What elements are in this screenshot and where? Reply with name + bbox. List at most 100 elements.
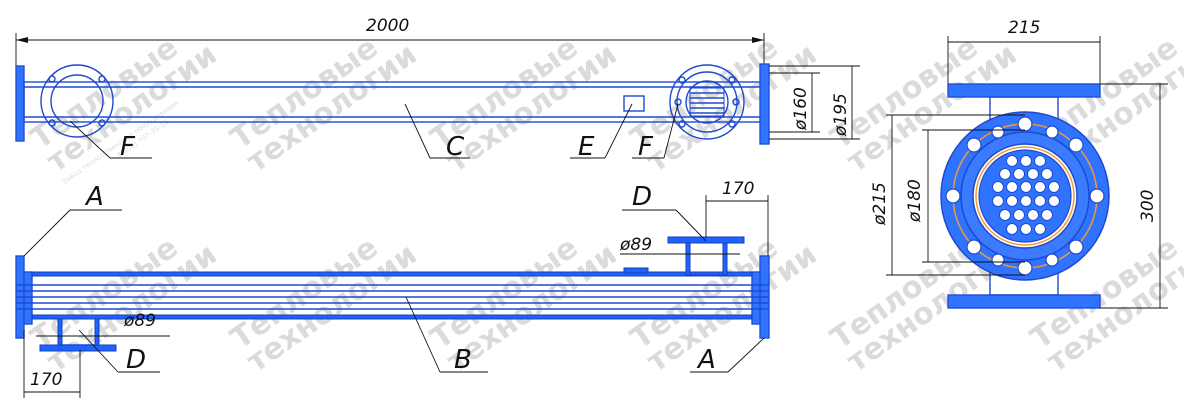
bolt-hole-icon bbox=[98, 75, 106, 83]
leader-line bbox=[23, 209, 71, 257]
tube-hole-icon bbox=[1013, 168, 1025, 180]
label-F-right: F bbox=[638, 132, 654, 162]
tube-hole-icon bbox=[1041, 168, 1053, 180]
front-view: 170 ø89 170 ø89 A D B D A bbox=[15, 179, 770, 398]
nozzle-bottom-dimension: 170 bbox=[30, 370, 62, 390]
bolt-hole-icon bbox=[991, 253, 1005, 267]
leader-line bbox=[69, 120, 111, 159]
d89-bottom-dimension: ø89 bbox=[123, 311, 156, 331]
tube-hole-icon bbox=[992, 181, 1004, 193]
leader-line bbox=[727, 337, 765, 373]
bolt-hole-icon bbox=[966, 239, 982, 255]
bolt-hole-icon bbox=[732, 98, 740, 106]
leader-line bbox=[663, 103, 679, 159]
bolt-hole-icon bbox=[1068, 137, 1084, 153]
bolt-hole-icon bbox=[966, 137, 982, 153]
label-D-bottom: D bbox=[126, 345, 146, 375]
right-nozzle-bore bbox=[685, 80, 729, 124]
tube-hole-icon bbox=[999, 168, 1011, 180]
d215-dimension: ø215 bbox=[870, 182, 890, 226]
label-B: B bbox=[454, 345, 472, 375]
label-D-top: D bbox=[632, 182, 652, 212]
d195-dimension: ø195 bbox=[831, 93, 851, 137]
bolt-hole-icon bbox=[48, 119, 56, 127]
support-pad bbox=[623, 267, 649, 274]
tube-hole-icon bbox=[1013, 209, 1025, 221]
tube-hole-icon bbox=[1027, 209, 1039, 221]
tube-hole-icon bbox=[1048, 181, 1060, 193]
bolt-hole-icon bbox=[98, 119, 106, 127]
right-flange bbox=[759, 63, 770, 145]
leader-line bbox=[405, 296, 441, 373]
tube-hole-icon bbox=[999, 209, 1011, 221]
tube-hole-icon bbox=[1006, 195, 1018, 207]
right-nozzle-flange bbox=[669, 64, 745, 140]
bottom-flange-rail bbox=[947, 294, 1101, 309]
top-nozzle-wall bbox=[685, 242, 691, 276]
label-F-left: F bbox=[120, 132, 136, 162]
top-flange-rail bbox=[947, 83, 1101, 98]
width-dimension: 215 bbox=[1008, 18, 1040, 38]
length-dimension: 2000 bbox=[366, 16, 409, 36]
bolt-hole-icon bbox=[1045, 253, 1059, 267]
label-A-top: A bbox=[84, 182, 104, 212]
leader-line bbox=[604, 103, 633, 159]
bottom-nozzle-wall bbox=[94, 318, 100, 346]
d180-dimension: ø180 bbox=[905, 179, 925, 223]
tube-hole-icon bbox=[1020, 155, 1032, 167]
tube-hole-icon bbox=[1006, 181, 1018, 193]
tube-holes bbox=[992, 155, 1060, 235]
leader-line bbox=[404, 103, 431, 159]
tube-hole-icon bbox=[1020, 223, 1032, 235]
bottom-nozzle-flange bbox=[39, 344, 117, 352]
tube-hole-icon bbox=[1006, 155, 1018, 167]
tube-hole-icon bbox=[1006, 223, 1018, 235]
arrow-left-icon bbox=[16, 37, 28, 43]
bolt-hole-icon bbox=[678, 76, 686, 84]
tube-bundle bbox=[689, 87, 725, 117]
label-C: C bbox=[446, 132, 465, 162]
inner-gasket bbox=[975, 146, 1075, 246]
arrow-right-icon bbox=[752, 37, 764, 43]
right-tubesheet bbox=[751, 271, 761, 325]
left-tubesheet bbox=[23, 271, 33, 325]
bolt-hole-icon bbox=[1068, 239, 1084, 255]
bolt-hole-icon bbox=[728, 76, 736, 84]
left-nozzle-flange bbox=[40, 64, 114, 138]
tube-hole-icon bbox=[992, 195, 1004, 207]
bolt-hole-icon bbox=[991, 125, 1005, 139]
bolt-hole-icon bbox=[1017, 116, 1033, 132]
shell-wall-bottom bbox=[31, 314, 753, 320]
bolt-hole-icon bbox=[1089, 188, 1105, 204]
d160-dimension: ø160 bbox=[791, 87, 811, 131]
bottom-nozzle-wall bbox=[57, 318, 63, 346]
bolt-hole-icon bbox=[678, 120, 686, 128]
height-dimension: 300 bbox=[1138, 190, 1158, 222]
tube-hole-icon bbox=[1020, 181, 1032, 193]
shell-wall-top bbox=[31, 271, 753, 277]
d89-top-dimension: ø89 bbox=[619, 235, 652, 255]
label-A-bottom: A bbox=[696, 345, 716, 375]
nameplate bbox=[623, 95, 645, 112]
leader-line bbox=[78, 329, 119, 373]
bolt-hole-icon bbox=[1045, 125, 1059, 139]
tube-hole-icon bbox=[1034, 155, 1046, 167]
tube-hole-icon bbox=[1034, 181, 1046, 193]
end-view: 215 bbox=[870, 18, 1168, 309]
left-flange bbox=[15, 65, 25, 142]
bolt-hole-icon bbox=[48, 75, 56, 83]
right-nozzle-ring bbox=[676, 71, 738, 133]
tube-hole-icon bbox=[1020, 195, 1032, 207]
top-view: 2000 bbox=[15, 16, 860, 162]
bolt-hole-icon bbox=[945, 188, 961, 204]
bolt-hole-icon bbox=[1017, 260, 1033, 276]
tube-hole-icon bbox=[1034, 223, 1046, 235]
top-nozzle-wall bbox=[722, 242, 728, 276]
tube-hole-icon bbox=[1041, 209, 1053, 221]
tube-hole-icon bbox=[1027, 168, 1039, 180]
nozzle-top-dimension: 170 bbox=[722, 179, 754, 199]
label-E: E bbox=[578, 132, 595, 162]
tube-hole-icon bbox=[1048, 195, 1060, 207]
leader-line bbox=[675, 209, 707, 242]
